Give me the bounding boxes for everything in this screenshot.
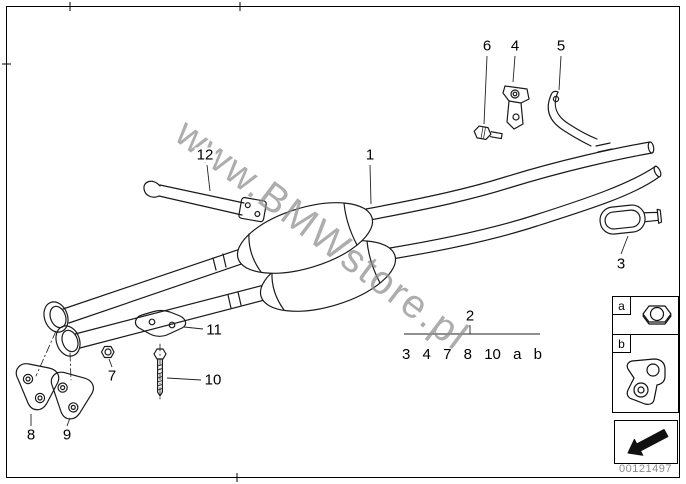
bolt-10 — [153, 343, 167, 403]
callout-4[interactable]: 4 — [508, 37, 522, 55]
rear-pipes — [365, 141, 662, 260]
front-pipes — [43, 242, 277, 357]
callout-8[interactable]: 8 — [24, 426, 38, 444]
callout-3[interactable]: 3 — [614, 255, 628, 273]
bracket-4 — [502, 85, 530, 130]
callout-1[interactable]: 1 — [363, 146, 377, 164]
callout-2[interactable]: 2 — [463, 307, 477, 325]
callout-7[interactable]: 7 — [105, 367, 119, 385]
projection-lines — [35, 330, 72, 381]
group2-item-b[interactable]: b — [533, 346, 542, 363]
callout-5[interactable]: 5 — [554, 37, 568, 55]
legend-cell-a: a — [613, 297, 678, 335]
callout-9[interactable]: 9 — [60, 426, 74, 444]
legend-key-b: b — [613, 335, 631, 353]
legend-cell-b: b — [613, 335, 678, 412]
exhaust-assembly — [15, 85, 663, 420]
legend-panel: a b — [612, 296, 679, 413]
group2-item-a[interactable]: a — [513, 346, 522, 363]
callout-12[interactable]: 12 — [194, 146, 216, 164]
group2-item-8[interactable]: 8 — [463, 346, 472, 363]
hex-nut-icon — [642, 304, 672, 325]
gasket-9 — [50, 371, 94, 420]
callout-11[interactable]: 11 — [204, 321, 224, 339]
bracket-11 — [134, 309, 187, 337]
nut-7 — [100, 345, 115, 359]
direction-arrow-icon — [627, 429, 669, 456]
bracket-12 — [143, 180, 267, 223]
strap-5 — [547, 90, 598, 147]
callout-10[interactable]: 10 — [202, 371, 224, 389]
group2-item-10[interactable]: 10 — [484, 346, 501, 363]
group2-items: 3 4 7 8 10 a b — [402, 347, 542, 362]
clamp-3 — [599, 204, 663, 235]
legend-key-a: a — [613, 297, 631, 315]
group2-item-7[interactable]: 7 — [443, 346, 452, 363]
direction-arrow-box — [614, 420, 678, 464]
group2-item-3[interactable]: 3 — [402, 346, 411, 363]
rubber-mount-icon — [626, 358, 666, 405]
bolt-6 — [473, 125, 503, 141]
catalytic-converters — [236, 202, 397, 312]
part-number: 00121497 — [619, 463, 672, 475]
gasket-8 — [15, 363, 60, 411]
group2-item-4[interactable]: 4 — [422, 346, 431, 363]
leader-lines — [30, 55, 629, 427]
callout-6[interactable]: 6 — [480, 37, 494, 55]
